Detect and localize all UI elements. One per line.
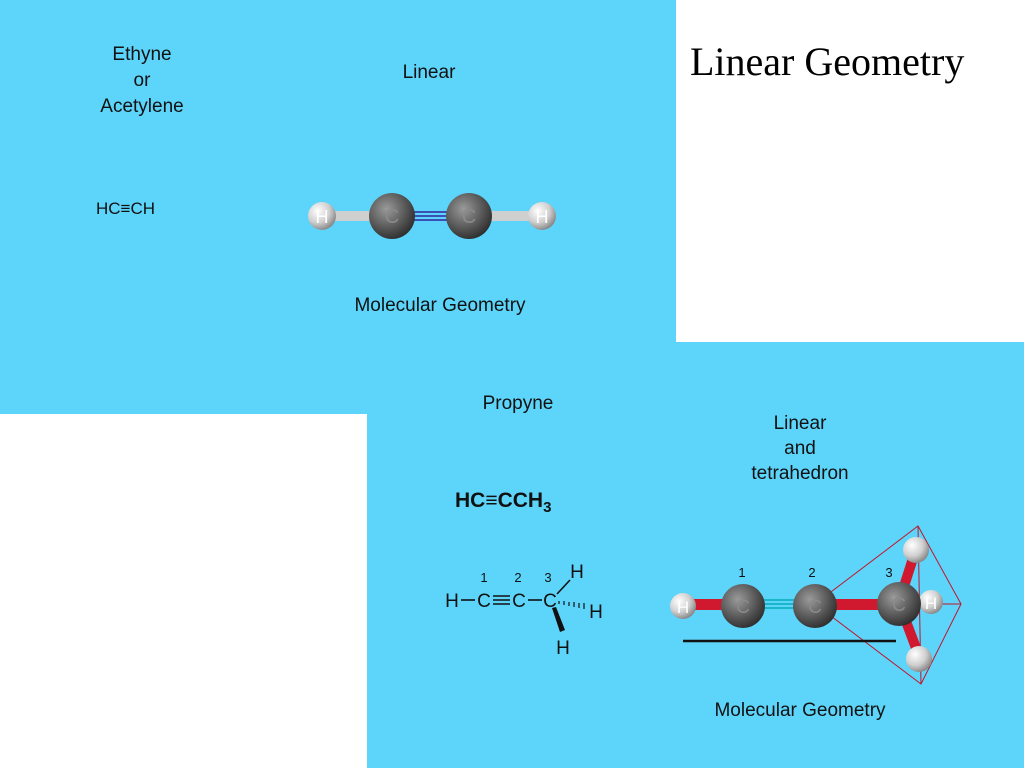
structure-triple-bond xyxy=(493,595,510,605)
structure-atom-h-left: H xyxy=(445,591,459,612)
propyne-single-bond-c2-c3 xyxy=(815,599,897,610)
propyne-atom-c1 xyxy=(721,584,765,628)
ethyne-single-bond-right xyxy=(470,211,542,221)
ethyne-name-line-2: or xyxy=(133,70,151,91)
propyne-atom-label-c3: C xyxy=(892,595,906,616)
propyne-atom-label-h-back: H xyxy=(925,594,937,613)
structure-atom-c1: C xyxy=(477,591,491,612)
slide-title: Linear Geometry xyxy=(690,39,965,84)
propyne-atom-c3 xyxy=(877,582,921,626)
structure-hashed-bond xyxy=(558,601,585,609)
structure-number-2: 2 xyxy=(514,570,521,585)
propyne-atom-h-left xyxy=(670,593,696,619)
ethyne-shape-label: Linear xyxy=(402,62,456,83)
propyne-atom-h-top xyxy=(903,537,929,563)
structure-atom-c3: C xyxy=(543,591,557,612)
ethyne-atom-label-c-left: C xyxy=(385,206,399,228)
structure-atom-c2: C xyxy=(512,591,526,612)
ethyne-atom-h-right xyxy=(528,202,556,230)
propyne-single-bond-h-c1 xyxy=(683,599,741,610)
propyne-model: 1 2 3 H C C C H xyxy=(670,525,962,685)
ethyne-atom-c-right xyxy=(446,193,492,239)
propyne-atom-h-bottom xyxy=(906,646,932,672)
ethyne-atom-label-h-left: H xyxy=(316,207,329,227)
structure-atom-h-right: H xyxy=(589,602,603,623)
propyne-structure: 1 2 3 H C C C H H H xyxy=(445,562,603,659)
ethyne-model: H C C H xyxy=(308,193,556,239)
structure-bond-c3-h-top xyxy=(556,579,571,595)
ethyne-atom-label-h-right: H xyxy=(536,207,549,227)
propyne-atom-label-c1: C xyxy=(736,597,750,618)
propyne-name: Propyne xyxy=(482,393,554,414)
model-number-2: 2 xyxy=(808,565,815,580)
ethyne-single-bond-left xyxy=(322,211,392,221)
propyne-atom-label-h-left: H xyxy=(677,598,689,617)
structure-number-3: 3 xyxy=(544,570,551,585)
model-number-3: 3 xyxy=(885,565,892,580)
propyne-formula-main: HC≡CCH xyxy=(455,489,544,512)
structure-atom-h-top: H xyxy=(570,562,584,583)
propyne-formula-subscript: 3 xyxy=(543,499,552,517)
structure-number-1: 1 xyxy=(480,570,487,585)
ethyne-atom-c-left xyxy=(369,193,415,239)
ethyne-formula: HC≡CH xyxy=(96,199,156,218)
propyne-shape-line-3: tetrahedron xyxy=(751,463,849,484)
propyne-formula: HC≡CCH3 xyxy=(455,489,551,516)
ethyne-name-line-1: Ethyne xyxy=(112,44,172,65)
ethyne-atom-h-left xyxy=(308,202,336,230)
propyne-caption: Molecular Geometry xyxy=(714,700,886,721)
propyne-shape-line-2: and xyxy=(784,438,816,459)
model-number-1: 1 xyxy=(738,565,745,580)
propyne-atom-c2 xyxy=(793,584,837,628)
propyne-shape-line-1: Linear xyxy=(773,413,827,434)
structure-atom-h-bottom: H xyxy=(556,638,570,659)
ethyne-caption: Molecular Geometry xyxy=(354,295,526,316)
ethyne-atom-label-c-right: C xyxy=(462,206,476,228)
propyne-atom-h-back xyxy=(919,590,943,614)
ethyne-name-line-3: Acetylene xyxy=(100,96,184,117)
structure-wedge-bond xyxy=(552,607,565,632)
propyne-atom-label-c2: C xyxy=(808,597,822,618)
